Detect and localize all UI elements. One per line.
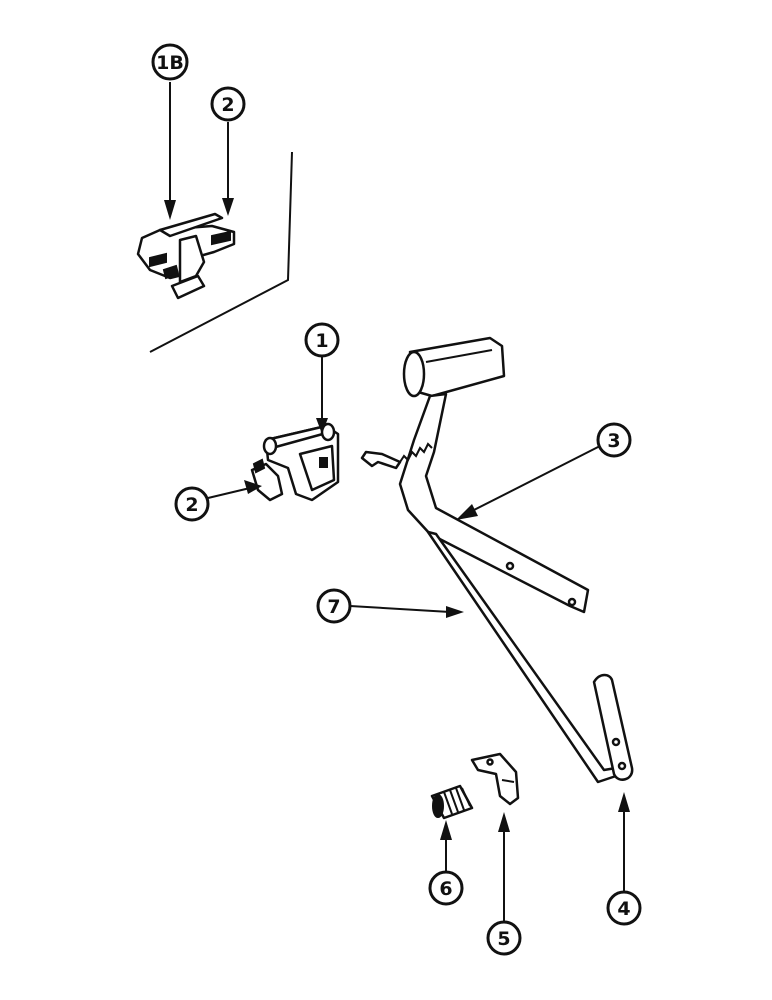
inset-panel-border bbox=[149, 151, 293, 353]
callout-2-lower: 2 bbox=[174, 486, 210, 522]
switch-housing bbox=[262, 422, 340, 502]
callout-1b-label: 1B bbox=[156, 52, 184, 74]
callout-7: 7 bbox=[316, 588, 352, 624]
callout-6-label: 6 bbox=[439, 878, 452, 900]
spring-bracket bbox=[470, 752, 520, 806]
callout-1-label: 1 bbox=[315, 330, 328, 352]
callout-2-upper: 2 bbox=[210, 86, 246, 122]
callout-1b: 1B bbox=[151, 43, 189, 81]
callout-7-label: 7 bbox=[327, 596, 340, 618]
switch-bracket-assembly-inset bbox=[136, 212, 236, 300]
callout-4-label: 4 bbox=[617, 898, 630, 920]
pedal-arm bbox=[360, 336, 590, 614]
callout-5-label: 5 bbox=[497, 928, 510, 950]
callout-2-upper-label: 2 bbox=[221, 94, 234, 116]
callout-3: 3 bbox=[596, 422, 632, 458]
callout-6: 6 bbox=[428, 870, 464, 906]
callout-5: 5 bbox=[486, 920, 522, 956]
leader-lines bbox=[164, 82, 630, 922]
callout-4: 4 bbox=[606, 890, 642, 926]
retaining-clip bbox=[250, 458, 284, 502]
callout-3-label: 3 bbox=[607, 430, 620, 452]
coil-spring bbox=[430, 784, 474, 820]
callout-1: 1 bbox=[304, 322, 340, 358]
callout-2-lower-label: 2 bbox=[185, 494, 198, 516]
lever bbox=[592, 673, 634, 781]
